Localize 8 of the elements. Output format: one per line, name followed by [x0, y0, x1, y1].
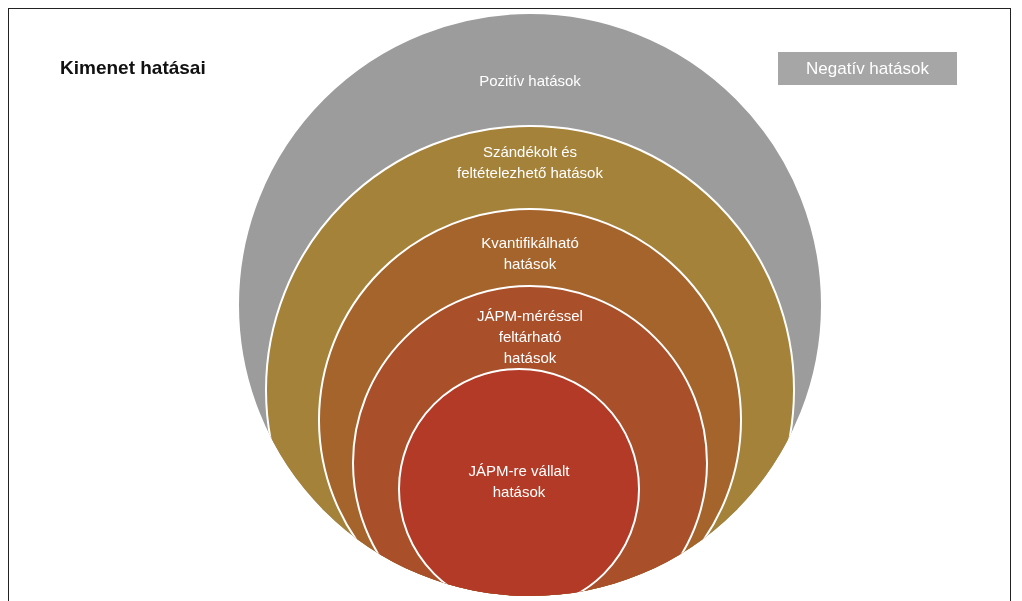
label-box — [778, 52, 957, 85]
circle-label: Pozitív hatások — [478, 71, 582, 91]
circle-label: Negatív hatások — [806, 58, 929, 79]
circle-label: JÁPM-re vállalt hatások — [467, 461, 571, 502]
diagram-title: Kimenet hatásai — [60, 57, 206, 79]
circle-label: JÁPM-méréssel feltárható hatások — [476, 306, 584, 368]
circle-label: Szándékolt és feltételezhető hatások — [456, 142, 604, 183]
circle-label: Kvantifikálható hatások — [480, 233, 580, 274]
